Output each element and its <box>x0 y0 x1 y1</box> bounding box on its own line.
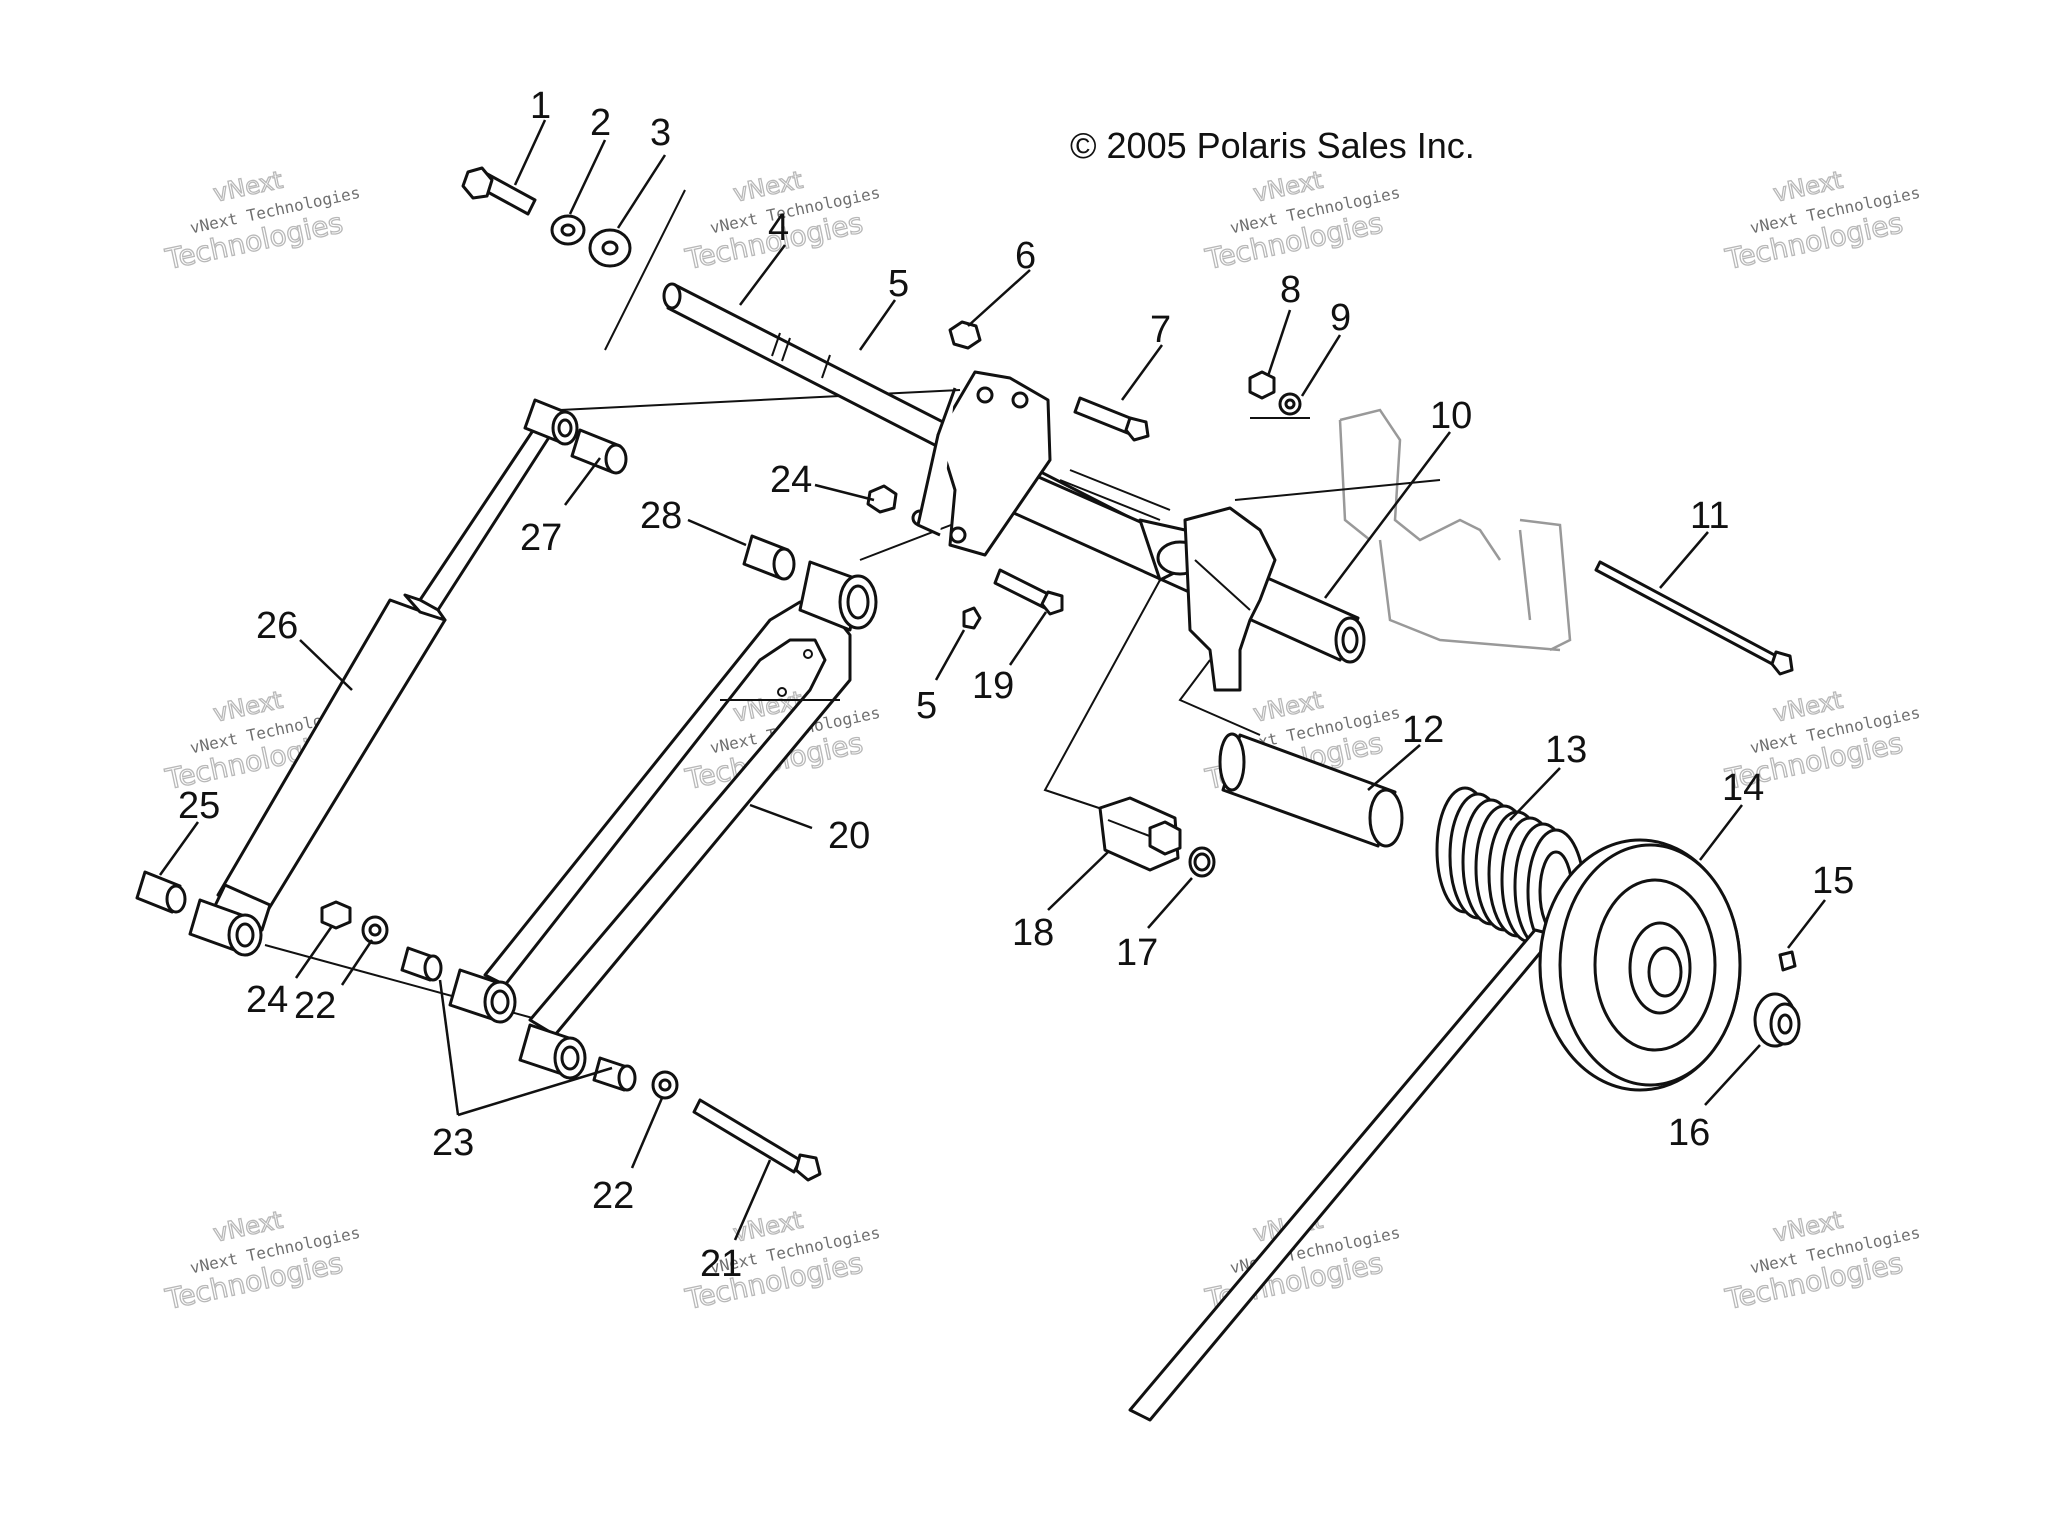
callout-1: 1 <box>530 85 551 127</box>
collar-part-16 <box>1753 992 1801 1048</box>
rod-part-11 <box>1594 560 1794 676</box>
arm-part-20 <box>483 560 878 1037</box>
callout-28: 28 <box>640 495 682 537</box>
callout-20: 20 <box>828 815 870 857</box>
nut-part-24-upper <box>866 484 898 514</box>
grease-fitting-part-5 <box>962 606 982 630</box>
phantom-rail <box>1338 408 1572 652</box>
shock-eye-upper <box>523 398 579 446</box>
set-screw-part-15 <box>1778 950 1797 972</box>
watermark: vNext vNext Technologies Technologies <box>1721 685 1922 797</box>
callout-6: 6 <box>1015 235 1036 277</box>
nut-part-8 <box>1248 370 1276 400</box>
wheel-part-14 <box>1538 838 1742 1092</box>
bushing-part-23 <box>400 946 637 1092</box>
callout-22-left: 22 <box>294 985 336 1027</box>
callout-11: 11 <box>1690 495 1729 537</box>
callout-12: 12 <box>1402 709 1444 751</box>
callout-15: 15 <box>1812 860 1854 902</box>
callout-5: 5 <box>888 263 909 305</box>
watermarks: vNext vNext Technologies Technologies vN… <box>161 165 1922 1317</box>
callout-9: 9 <box>1330 297 1351 339</box>
sleeve-part-28 <box>742 534 796 581</box>
bracket-plate <box>911 370 1052 557</box>
callout-4: 4 <box>768 207 789 249</box>
shock-eye-lower <box>188 898 263 957</box>
callout-5-fitting: 5 <box>916 685 937 727</box>
callout-24-lower: 24 <box>246 979 288 1021</box>
callout-25: 25 <box>178 785 220 827</box>
watermark: vNext vNext Technologies Technologies <box>1721 1205 1922 1317</box>
callout-18: 18 <box>1012 912 1054 954</box>
callout-23: 23 <box>432 1122 474 1164</box>
sleeve-part-27 <box>570 428 628 475</box>
washer-part-9 <box>1278 392 1302 416</box>
sleeve-part-25 <box>135 870 187 914</box>
callout-24-upper: 24 <box>770 459 812 501</box>
callout-8: 8 <box>1280 269 1301 311</box>
bolt-part-19 <box>993 568 1064 616</box>
callout-labels: 1 2 3 4 5 5 6 7 8 9 10 11 12 13 14 15 16… <box>178 85 1854 1285</box>
watermark: vNext vNext Technologies Technologies <box>161 165 362 277</box>
callout-16: 16 <box>1668 1112 1710 1154</box>
bolt-part-1 <box>461 166 537 216</box>
callout-19: 19 <box>972 665 1014 707</box>
callout-2: 2 <box>590 102 611 144</box>
callout-13: 13 <box>1545 729 1587 771</box>
washer-part-3 <box>588 228 632 268</box>
watermark: vNext vNext Technologies Technologies <box>1201 165 1402 277</box>
sleeve-tube-part-12 <box>1218 732 1404 848</box>
block-part-18 <box>1098 796 1182 872</box>
callout-14: 14 <box>1722 767 1764 809</box>
callout-26: 26 <box>256 605 298 647</box>
callout-10: 10 <box>1430 395 1472 437</box>
watermark: vNext vNext Technologies Technologies <box>1721 165 1922 277</box>
nut-part-24-lower <box>320 900 352 930</box>
callout-7: 7 <box>1150 309 1171 351</box>
spring-part-13 <box>1128 786 1586 1422</box>
leader-lines <box>158 119 1826 1241</box>
callout-27: 27 <box>520 517 562 559</box>
washer-part-2 <box>550 214 586 246</box>
callout-21: 21 <box>700 1243 742 1285</box>
callout-3: 3 <box>650 112 671 154</box>
bolt-part-7 <box>1073 396 1150 442</box>
watermark: vNext vNext Technologies Technologies <box>161 1205 362 1317</box>
shock-part-26 <box>210 418 557 932</box>
nut-part-6 <box>948 320 982 350</box>
washer-part-22-left <box>361 915 389 945</box>
arm-assembly <box>1059 469 1277 692</box>
callout-22-right: 22 <box>592 1175 634 1217</box>
bolt-part-21 <box>692 1098 822 1182</box>
callout-17: 17 <box>1116 932 1158 974</box>
washer-part-22-right <box>651 1070 679 1100</box>
copyright-notice: © 2005 Polaris Sales Inc. <box>1070 125 1475 166</box>
ring-part-17 <box>1188 846 1216 878</box>
tube-part-10 <box>983 458 1366 664</box>
